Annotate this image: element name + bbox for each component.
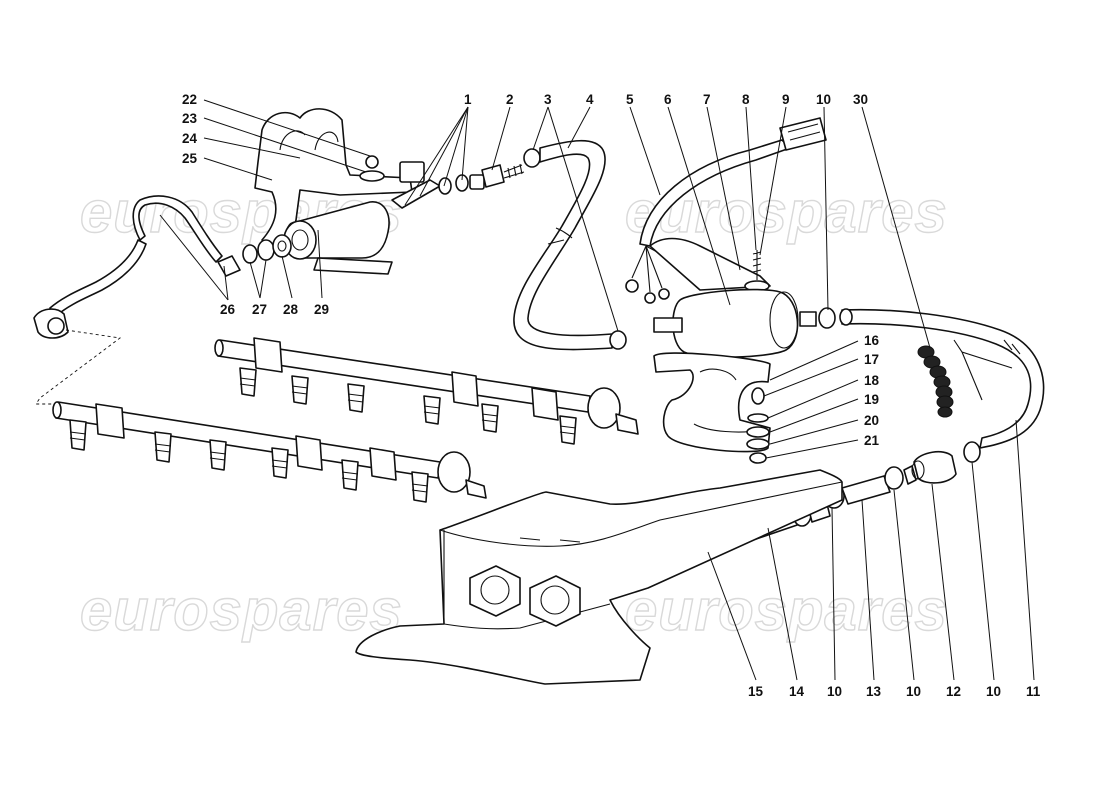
upper-injectors (239, 367, 577, 445)
watermark-text: eurospares (625, 578, 948, 643)
callout-1: 1 (464, 92, 472, 107)
fuel-tank (355, 469, 843, 685)
callout-28: 28 (283, 302, 299, 317)
callout-14: 14 (789, 684, 805, 699)
callout-16: 16 (864, 333, 880, 348)
callout-24: 24 (182, 131, 198, 146)
callout-15: 15 (748, 684, 764, 699)
dashed-connector-line (35, 329, 122, 405)
callout-19: 19 (864, 392, 879, 407)
callout-9: 9 (782, 92, 790, 107)
callout-10: 10 (986, 684, 1001, 699)
upper-injector-rail (214, 337, 639, 435)
callout-25: 25 (182, 151, 198, 166)
lower-injectors (69, 419, 429, 503)
callout-21: 21 (864, 433, 880, 448)
callout-10: 10 (816, 92, 831, 107)
callout-29: 29 (314, 302, 329, 317)
spring-guard (917, 345, 954, 418)
leader-lines (159, 99, 1035, 681)
callout-2: 2 (506, 92, 514, 107)
callout-30: 30 (853, 92, 868, 107)
callout-7: 7 (703, 92, 711, 107)
callout-10: 10 (827, 684, 842, 699)
callout-11: 11 (1026, 684, 1041, 699)
pump-bracket-assembly (33, 108, 627, 351)
callout-8: 8 (742, 92, 750, 107)
callout-17: 17 (864, 352, 879, 367)
callout-18: 18 (864, 373, 880, 388)
callout-13: 13 (866, 684, 882, 699)
callout-27: 27 (252, 302, 267, 317)
callout-numbers: 1 2 3 4 5 6 7 8 9 10 30 22 23 24 25 26 2… (182, 92, 1041, 699)
callout-12: 12 (946, 684, 961, 699)
callout-10: 10 (906, 684, 921, 699)
watermark-text: eurospares (80, 578, 403, 643)
callout-26: 26 (220, 302, 236, 317)
callout-6: 6 (664, 92, 672, 107)
callout-23: 23 (182, 111, 198, 126)
pump-assembly-right (625, 117, 1045, 464)
callout-22: 22 (182, 92, 197, 107)
callout-4: 4 (586, 92, 594, 107)
lower-injector-rail (52, 401, 487, 499)
callout-5: 5 (626, 92, 634, 107)
callout-3: 3 (544, 92, 552, 107)
callout-20: 20 (864, 413, 879, 428)
